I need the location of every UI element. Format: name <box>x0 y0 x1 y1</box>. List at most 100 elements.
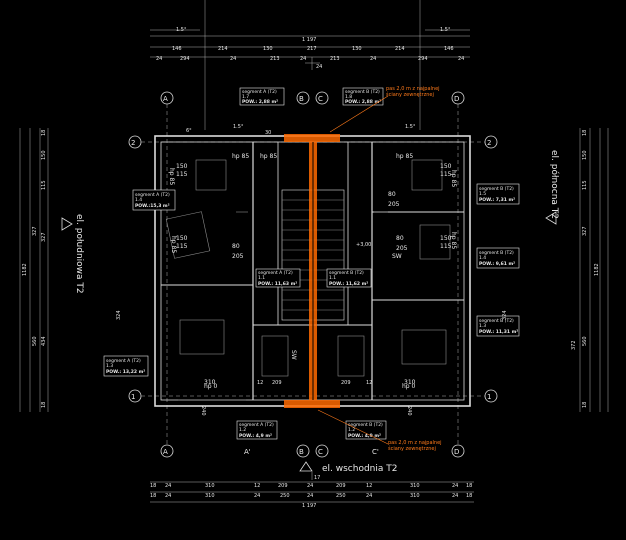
top-dim-r1-4: 130 <box>352 46 362 52</box>
dim-12-b: 12 <box>366 380 372 386</box>
axis-c-top: C <box>318 95 323 103</box>
bottom-r1-7: 12 <box>366 483 372 489</box>
bottom-total-dimension: 1 197 <box>302 503 316 509</box>
svg-text:POW.: 13,22 m²: POW.: 13,22 m² <box>106 369 145 375</box>
bottom-r2-0: 18 <box>150 493 156 499</box>
win-115-b: 115 <box>176 243 188 250</box>
note-bottom: pas 2,0 m z najpalnej ściany zewnętrznej <box>388 440 442 452</box>
win-150-d: 150 <box>440 235 452 242</box>
left-dim-a: 327 <box>32 226 38 236</box>
svg-text:segment B (T2): segment B (T2) <box>479 318 514 324</box>
svg-text:1.4: 1.4 <box>135 197 142 203</box>
axis-d-bottom: D <box>454 448 459 456</box>
top-dim-r1-1: 214 <box>218 46 228 52</box>
north-elevation-label: el. północna T2 <box>549 150 560 219</box>
top-dim-r2-1: 294 <box>180 56 190 62</box>
svg-text:POW.: 11,63 m²: POW.: 11,63 m² <box>258 281 297 287</box>
axis-c1-bottom: C' <box>372 448 379 456</box>
segment-a-1-2: segment A (T2) 1.2 POW.: 4,9 m² <box>236 420 278 440</box>
segment-a-1-1: segment A (T2) 1.1 POW.: 11,63 m² <box>255 268 301 288</box>
slope-right-label: 1.5° <box>440 27 451 33</box>
win-150-c: 150 <box>440 163 452 170</box>
bottom-dim-center: 17 <box>314 475 320 481</box>
top-dim-r1-6: 146 <box>444 46 454 52</box>
top-dim-r2-3: 213 <box>270 56 280 62</box>
win-150-b: 150 <box>176 235 188 242</box>
bottom-r2-7: 24 <box>366 493 372 499</box>
top-dimension-chain: 1.5° 1.5° 1 197 146 214 130 217 130 214 … <box>150 0 470 130</box>
slope-left-label: 1.5° <box>176 27 187 33</box>
hp0-label-a: hp 0 <box>204 383 218 390</box>
svg-text:1.7: 1.7 <box>242 94 249 100</box>
svg-text:segment B (T2): segment B (T2) <box>348 422 383 428</box>
north-elevation-arrow <box>545 211 557 225</box>
svg-text:1.2: 1.2 <box>239 427 246 433</box>
svg-text:segment A (T2): segment A (T2) <box>135 192 170 198</box>
top-dim-center: 24 <box>316 64 322 70</box>
axis-1-left: 1 <box>131 393 135 401</box>
top-dim-r2-0: 24 <box>156 56 162 62</box>
angle-6-a: 6° <box>186 128 192 134</box>
level-mark: +3,00 <box>356 242 371 248</box>
top-dim-r1-5: 214 <box>395 46 405 52</box>
firewall-notes: pas 2,0 m z najpalnej ściany zewnętrznej… <box>317 86 442 452</box>
svg-text:POW.: 2,88 m²: POW.: 2,88 m² <box>242 99 278 105</box>
axis-b-bottom: B <box>299 448 304 456</box>
dim-240-a: 240 <box>200 406 206 416</box>
bottom-dimension-chain: 17 18 24 310 12 209 24 209 12 310 24 18 … <box>150 472 474 509</box>
left-dim-i: 324 <box>116 310 122 320</box>
svg-text:POW.:15,3 m²: POW.:15,3 m² <box>135 203 170 209</box>
bottom-r2-10: 18 <box>466 493 472 499</box>
dim-12-a: 12 <box>257 380 263 386</box>
top-dim-r1-0: 146 <box>172 46 182 52</box>
right-total: 1182 <box>594 263 600 276</box>
left-total: 1182 <box>22 263 28 276</box>
left-dim-h: 18 <box>41 402 47 408</box>
bottom-r1-4: 209 <box>278 483 288 489</box>
dim-209-b: 209 <box>341 380 351 386</box>
bottom-r1-9: 24 <box>452 483 458 489</box>
left-dim-g: 18 <box>41 130 47 136</box>
svg-text:segment A (T2): segment A (T2) <box>258 270 293 276</box>
door-205-b: 205 <box>388 201 400 208</box>
svg-text:POW.: 11,31 m²: POW.: 11,31 m² <box>479 329 518 335</box>
sw-label-b: SW <box>290 350 297 360</box>
hp85-label-c: hp 85 <box>396 153 413 160</box>
hp85-label-g: hp 85 <box>450 232 457 249</box>
svg-text:1.1: 1.1 <box>258 275 265 281</box>
win-115-a: 115 <box>176 171 188 178</box>
door-80-b: 80 <box>388 191 396 198</box>
svg-text:POW.: 2,88 m²: POW.: 2,88 m² <box>345 99 381 105</box>
top-dim-r2-4: 24 <box>300 56 306 62</box>
win-150-a: 150 <box>176 163 188 170</box>
axis-a-top: A <box>163 95 168 103</box>
bottom-r1-1: 24 <box>165 483 171 489</box>
svg-text:segment B (T2): segment B (T2) <box>329 270 364 276</box>
axis-d-top: D <box>454 95 459 103</box>
segment-b-1-4: segment B (T2) 1.4 POW.: 9,61 m² <box>476 247 520 269</box>
bottom-r2-5: 24 <box>307 493 313 499</box>
segment-b-1-2: segment B (T2) 1.2 POW.: 4,9 m² <box>345 420 387 440</box>
svg-text:POW.: 7,31 m²: POW.: 7,31 m² <box>479 197 515 203</box>
right-dim-g: 372 <box>571 340 577 350</box>
bottom-r1-5: 24 <box>307 483 313 489</box>
top-dim-r2-6: 24 <box>370 56 376 62</box>
svg-text:segment A (T2): segment A (T2) <box>242 89 277 95</box>
left-dim-d: 115 <box>41 180 47 190</box>
svg-text:segment B (T2): segment B (T2) <box>479 250 514 256</box>
segment-a-1-7: segment A (T2) 1.7 POW.: 2,88 m² <box>239 87 285 106</box>
dim-310-a: 310 <box>204 379 216 386</box>
right-dim-b: 560 <box>582 336 588 346</box>
firewall-hatch <box>284 134 340 408</box>
segment-b-1-3: segment B (T2) 1.3 POW.: 11,31 m² <box>476 315 520 337</box>
left-dimension-chain: 1182 327 560 150 115 327 434 18 18 324 <box>19 128 122 412</box>
door-205-c: 205 <box>396 245 408 252</box>
svg-text:1.1: 1.1 <box>329 275 336 281</box>
bottom-r2-3: 24 <box>254 493 260 499</box>
hp85-label-b: hp 85 <box>260 153 277 160</box>
dim-240-b: 240 <box>406 406 412 416</box>
svg-text:1.4: 1.4 <box>479 255 486 261</box>
bottom-r1-2: 310 <box>205 483 215 489</box>
svg-text:POW.: 11,62 m²: POW.: 11,62 m² <box>329 281 368 287</box>
